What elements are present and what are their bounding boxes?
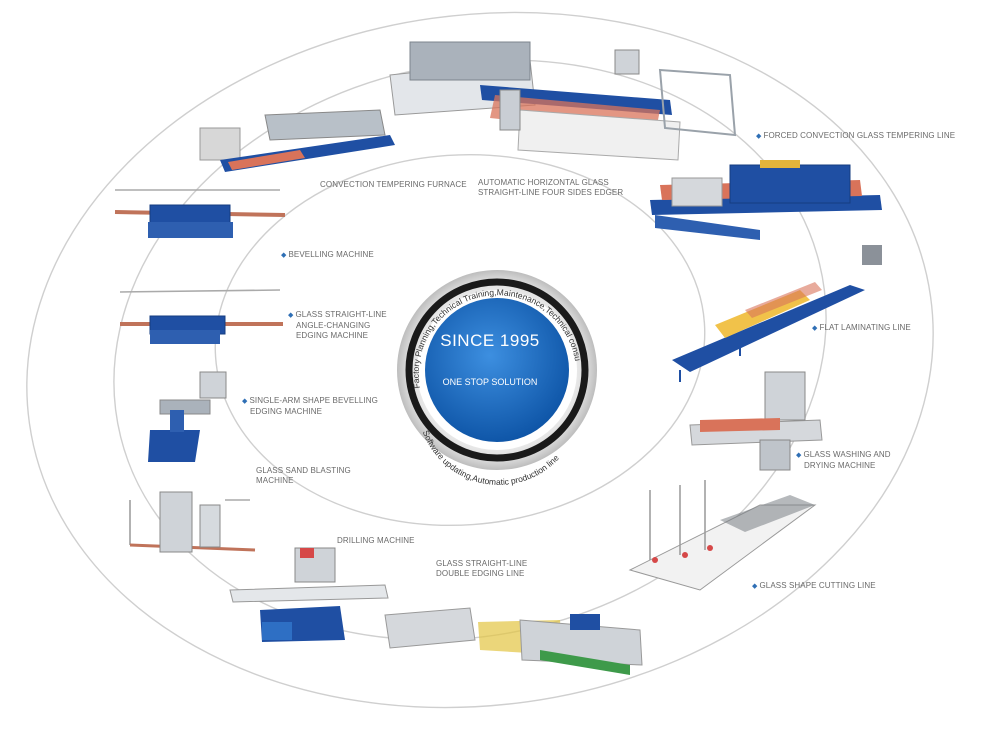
marker-icon: ◆ (796, 452, 802, 459)
label-text: GLASS STRAIGHT-LINE (436, 559, 528, 568)
marker-icon: ◆ (752, 583, 758, 590)
label-washing-drying: ◆GLASS WASHING AND DRYING MACHINE (796, 450, 891, 471)
label-single-arm-bevelling: ◆SINGLE-ARM SHAPE BEVELLING EDGING MACHI… (242, 396, 378, 417)
marker-icon: ◆ (756, 133, 762, 140)
bevelling-machine-image (114, 189, 286, 238)
label-angle-changing-edging: ◆GLASS STRAIGHT-LINE ANGLE-CHANGING EDGI… (288, 310, 387, 341)
label-text: STRAIGHT-LINE FOUR SIDES EDGER (478, 188, 624, 197)
label-text: MACHINE (256, 476, 294, 485)
label-text: ANGLE-CHANGING (296, 321, 371, 330)
label-four-sides-edger: AUTOMATIC HORIZONTAL GLASS STRAIGHT-LINE… (478, 178, 623, 198)
center-headline: SINCE 1995 (440, 331, 540, 350)
single-arm-bevelling-image (148, 371, 227, 462)
label-text: EDGING MACHINE (296, 331, 369, 340)
label-double-edging: GLASS STRAIGHT-LINE DOUBLE EDGING LINE (436, 559, 527, 579)
label-convection-tempering-furnace: CONVECTION TEMPERING FURNACE (320, 180, 467, 190)
flat-laminating-line-image (672, 245, 882, 382)
angle-changing-edging-image (119, 289, 283, 344)
label-text: AUTOMATIC HORIZONTAL GLASS (478, 178, 609, 187)
label-text: EDGING MACHINE (250, 407, 323, 416)
label-text: SINGLE-ARM SHAPE BEVELLING (249, 396, 378, 405)
label-text: GLASS SHAPE CUTTING LINE (759, 581, 876, 590)
drilling-machine-image (229, 547, 389, 642)
orbit-inner (214, 153, 706, 527)
washing-drying-machine-image (689, 371, 823, 471)
shape-cutting-line-image (628, 480, 817, 591)
label-text: FORCED CONVECTION GLASS TEMPERING LINE (763, 131, 956, 140)
sand-blasting-image (129, 491, 256, 553)
double-edging-line-image (384, 607, 643, 675)
label-text: FLAT LAMINATING LINE (819, 323, 911, 332)
label-text: GLASS STRAIGHT-LINE (295, 310, 387, 319)
center-tagline: ONE STOP SOLUTION (443, 377, 538, 387)
forced-convection-line-image (650, 160, 882, 240)
convection-tempering-furnace-image (199, 109, 395, 172)
marker-icon: ◆ (288, 312, 294, 319)
label-forced-convection: ◆FORCED CONVECTION GLASS TEMPERING LINE (756, 131, 955, 142)
label-text: BEVELLING MACHINE (288, 250, 374, 259)
marker-icon: ◆ (242, 398, 248, 405)
orbit-outer (26, 11, 934, 709)
label-text: DOUBLE EDGING LINE (436, 569, 525, 578)
four-sides-edger-image (389, 41, 737, 161)
label-text: DRILLING MACHINE (337, 536, 415, 545)
marker-icon: ◆ (281, 252, 287, 259)
label-text: CONVECTION TEMPERING FURNACE (320, 180, 467, 189)
label-bevelling-machine: ◆BEVELLING MACHINE (281, 250, 374, 261)
label-text: GLASS WASHING AND (803, 450, 891, 459)
label-text: GLASS SAND BLASTING (256, 466, 351, 475)
label-text: DRYING MACHINE (804, 461, 876, 470)
marker-icon: ◆ (812, 325, 818, 332)
label-shape-cutting: ◆GLASS SHAPE CUTTING LINE (752, 581, 876, 592)
label-drilling-machine: DRILLING MACHINE (337, 536, 415, 546)
label-sand-blasting: GLASS SAND BLASTING MACHINE (256, 466, 351, 486)
label-flat-laminating: ◆FLAT LAMINATING LINE (812, 323, 911, 334)
